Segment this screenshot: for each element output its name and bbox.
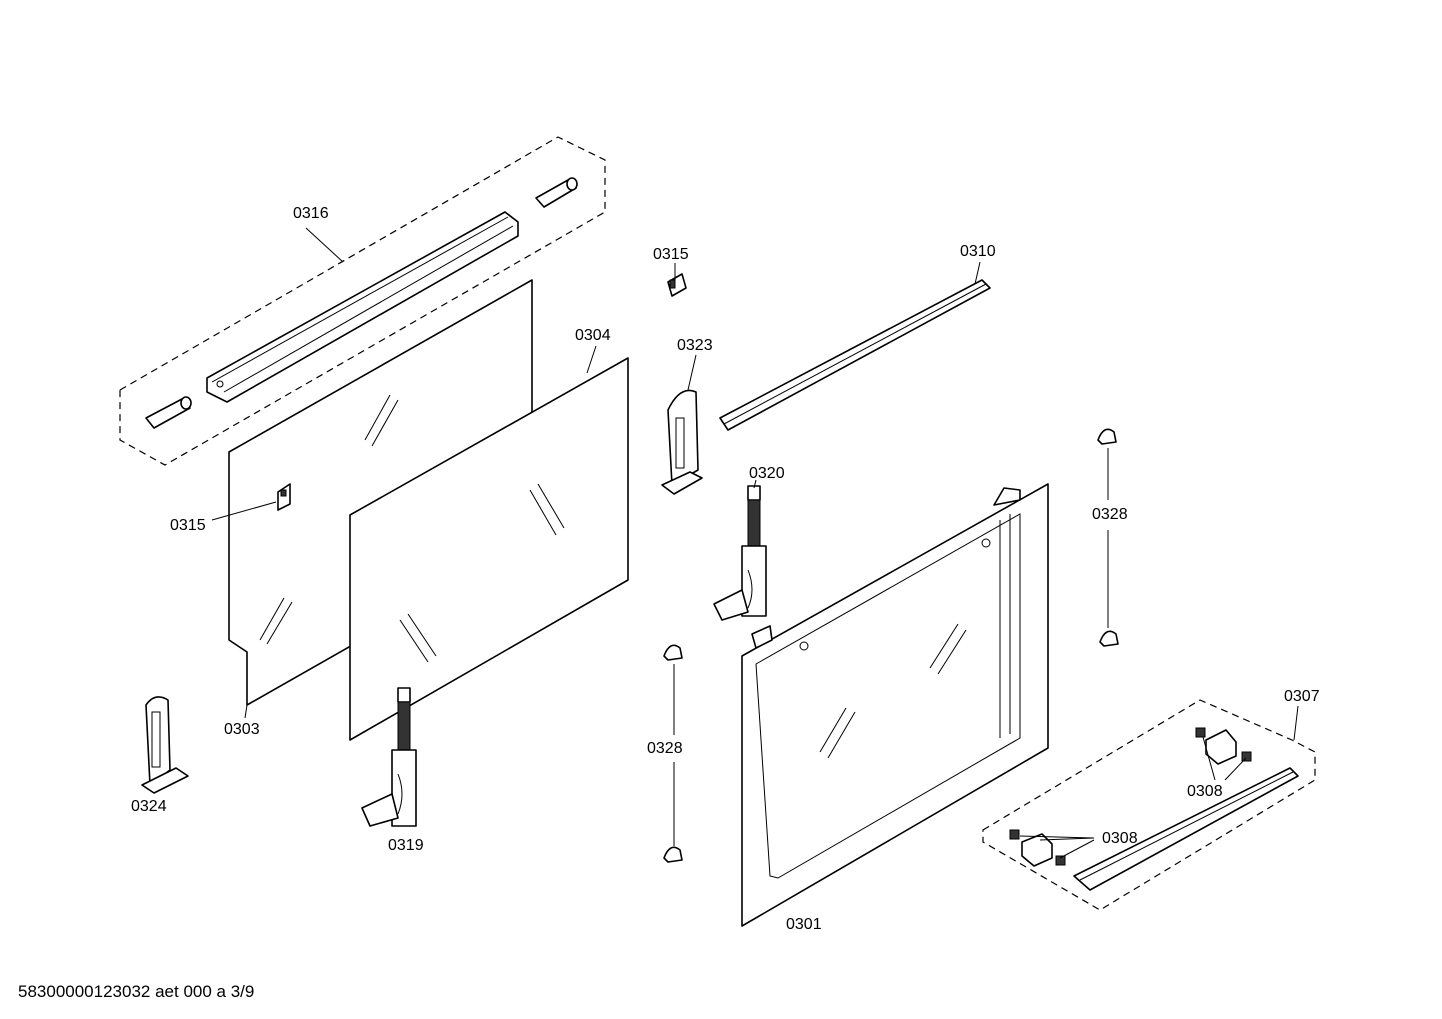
- label-0307: 0307: [1284, 688, 1320, 705]
- clip-0315-left: [277, 483, 291, 511]
- bumper-0328-mid-bottom: [663, 846, 683, 863]
- handle-bar-part: [206, 211, 519, 403]
- label-0315-top: 0315: [653, 246, 689, 263]
- end-cap-0308-right: [1195, 727, 1252, 765]
- outer-door-0301: [741, 483, 1049, 927]
- group-outline-0316: [119, 136, 606, 466]
- seal-strip-0310: [719, 279, 991, 431]
- label-0328-right: 0328: [1092, 506, 1128, 523]
- label-0320: 0320: [749, 465, 785, 482]
- clip-0315-top: [667, 273, 687, 297]
- bracket-0324: [141, 696, 189, 794]
- label-0324: 0324: [131, 798, 167, 815]
- label-0315-left: 0315: [170, 517, 206, 534]
- label-0303: 0303: [224, 721, 260, 738]
- spacer-bolt-right: [535, 177, 578, 208]
- middle-glass-pane-0304: [349, 357, 629, 741]
- label-0316: 0316: [293, 205, 329, 222]
- bumper-0328-mid-top: [663, 644, 683, 661]
- handle-bar-0307: [1073, 767, 1299, 891]
- label-0323: 0323: [677, 337, 713, 354]
- spacer-bolt-left: [145, 396, 192, 429]
- label-0310: 0310: [960, 243, 996, 260]
- label-0319: 0319: [388, 837, 424, 854]
- bracket-0323: [661, 389, 703, 495]
- label-0301: 0301: [786, 916, 822, 933]
- group-outline-0307: [982, 699, 1316, 911]
- leader-lines: [211, 227, 1299, 859]
- document-id-footer: 58300000123032 aet 000 a 3/9: [18, 982, 255, 1001]
- bumper-0328-right-bottom: [1099, 630, 1119, 647]
- label-0308-right: 0308: [1187, 783, 1223, 800]
- hinge-0320: [713, 485, 767, 621]
- bumper-0328-right-top: [1097, 428, 1117, 445]
- label-0304: 0304: [575, 327, 611, 344]
- end-cap-0308-left: [1009, 829, 1066, 867]
- hinge-0319: [361, 687, 417, 827]
- label-0328-mid: 0328: [647, 740, 683, 757]
- label-0308-left: 0308: [1102, 830, 1138, 847]
